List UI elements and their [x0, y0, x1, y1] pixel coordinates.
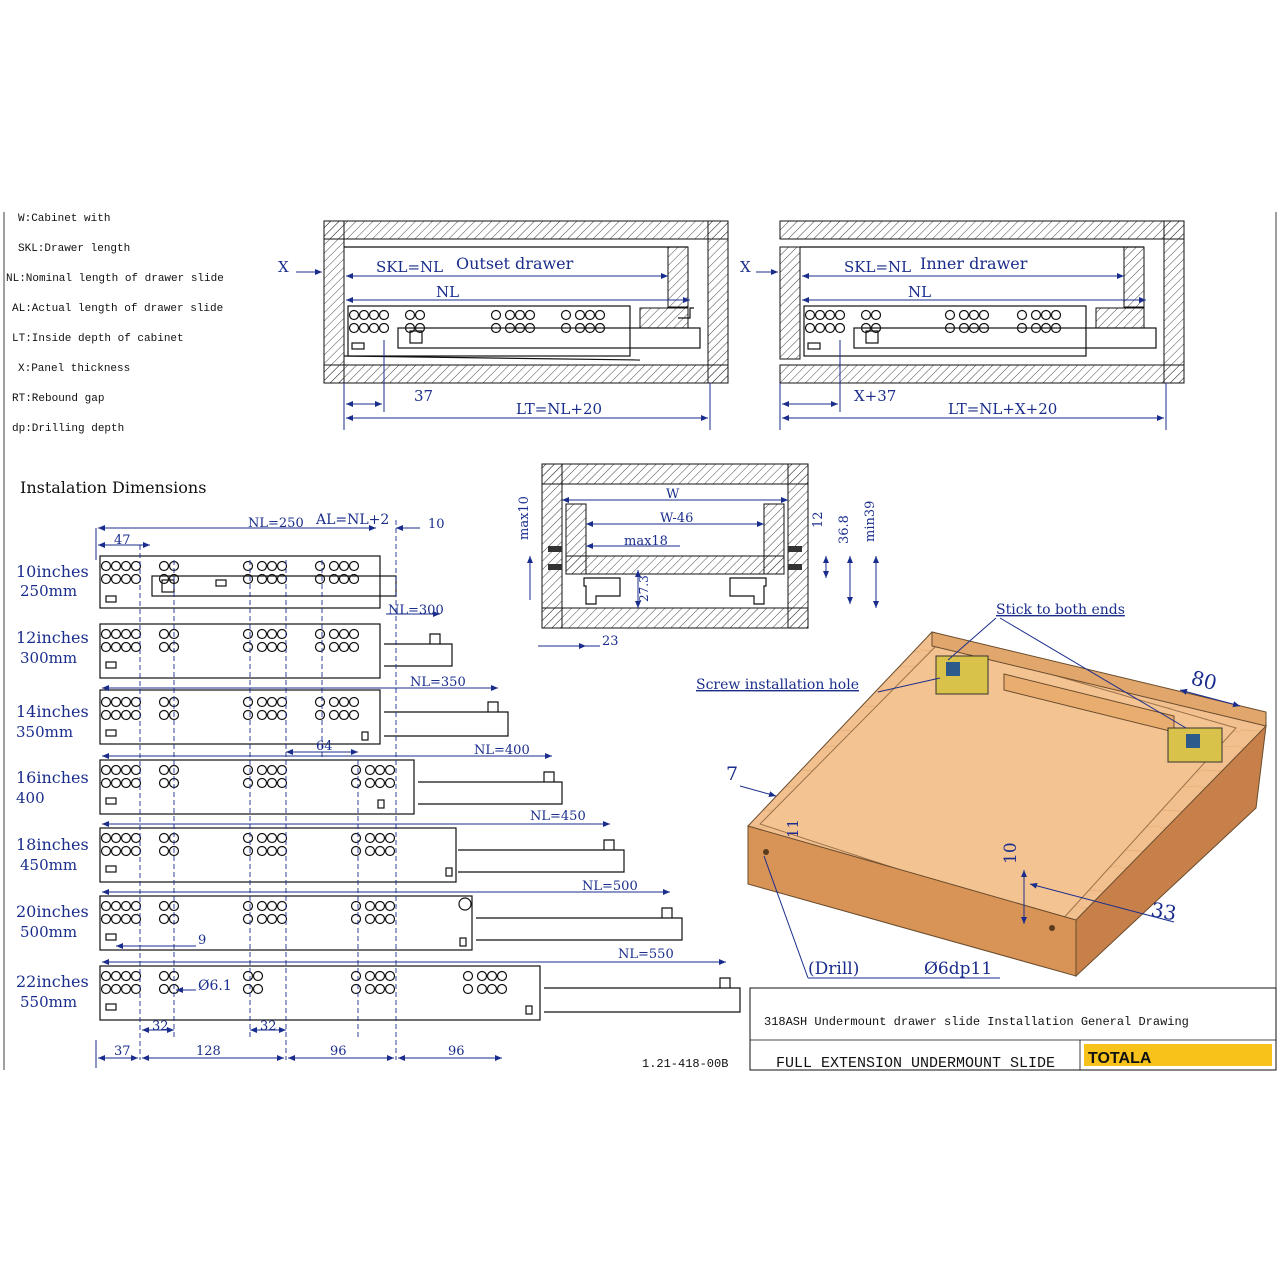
x-label: X: [740, 258, 751, 276]
dim-37: 37: [114, 1044, 131, 1059]
drawing-title: 318ASH Undermount drawer slide Installat…: [764, 1015, 1189, 1029]
legend-item: RT:Rebound gap: [12, 393, 104, 405]
size-inch: 14inches: [16, 702, 89, 721]
dim-36-8: 36.8: [837, 515, 852, 544]
nl-size: NL=550: [618, 947, 674, 962]
brand-logo: TOTALA: [1088, 1050, 1152, 1067]
stick-label: Stick to both ends: [996, 602, 1125, 618]
dim-nl250: NL=250: [248, 516, 304, 531]
dim-47: 47: [114, 533, 131, 548]
size-mm: 550mm: [20, 993, 77, 1011]
screw-hole-label: Screw installation hole: [696, 677, 859, 693]
dim-32: 32: [152, 1019, 169, 1034]
inner-drawer-title: Inner drawer: [920, 254, 1028, 273]
isometric-drawer: Stick to both ends Screw installation ho…: [696, 602, 1267, 979]
dim-max10: max10: [517, 496, 532, 540]
size-inch: 22inches: [16, 972, 89, 991]
dim-96: 96: [330, 1044, 347, 1059]
nl-label: NL: [908, 283, 931, 301]
size-inch: 18inches: [16, 835, 89, 854]
size-mm: 400: [16, 789, 45, 807]
legend-item: dp:Drilling depth: [12, 423, 124, 435]
slide-size-list: 47 NL=250 AL=NL+2 10 10inches 250mm 12in…: [16, 512, 741, 1071]
dim-w46: W-46: [660, 511, 693, 526]
dim-10: 10: [428, 517, 445, 532]
size-mm: 300mm: [20, 649, 77, 667]
dim-96: 96: [448, 1044, 465, 1059]
drill-label: (Drill): [808, 959, 859, 979]
skl-label: SKL=NL: [376, 258, 443, 276]
dim-32: 32: [260, 1019, 277, 1034]
dim-9: 9: [198, 933, 206, 948]
size-mm: 500mm: [20, 923, 77, 941]
dim-min39: min39: [863, 501, 878, 542]
nl-size: NL=300: [388, 603, 444, 618]
cross-section-diagram: W W-46 max18 max10 12 36.8 min39 27.3 23: [517, 463, 879, 649]
dim-w: W: [666, 487, 680, 502]
nl-label: NL: [436, 283, 459, 301]
legend-item: W:Cabinet with: [18, 213, 110, 225]
lt-label: LT=NL+X+20: [948, 400, 1057, 418]
inner-drawer-diagram: X SKL=NL Inner drawer NL X+37 LT=NL+X+20: [740, 220, 1185, 430]
nl-size: NL=400: [474, 743, 530, 758]
title-block: 318ASH Undermount drawer slide Installat…: [749, 987, 1277, 1072]
dim-12: 12: [811, 511, 826, 528]
legend-item: LT:Inside depth of cabinet: [12, 333, 184, 345]
lt-label: LT=NL+20: [516, 400, 602, 418]
nl-size: NL=450: [530, 809, 586, 824]
outset-drawer-title: Outset drawer: [456, 254, 574, 273]
dim-23: 23: [602, 634, 619, 649]
brand-box: [1084, 1044, 1272, 1066]
section-heading: Instalation Dimensions: [20, 478, 206, 497]
dim-11: 11: [784, 819, 802, 838]
drawing-code: 1.21-418-00B: [642, 1057, 728, 1071]
skl-label: SKL=NL: [844, 258, 911, 276]
legend: W:Cabinet with SKL:Drawer length NL:Nomi…: [6, 213, 224, 435]
dim-33: 33: [1149, 897, 1178, 925]
size-inch: 16inches: [16, 768, 89, 787]
legend-item: X:Panel thickness: [18, 363, 130, 375]
size-mm: 450mm: [20, 856, 77, 874]
legend-item: AL:Actual length of drawer slide: [12, 303, 223, 315]
dim-80: 80: [1189, 666, 1220, 695]
dim-x37: X+37: [854, 387, 896, 405]
size-inch: 10inches: [16, 562, 89, 581]
outset-drawer-diagram: X SKL=NL Outset drawer NL 37 LT=NL+20: [278, 220, 729, 430]
dim-128: 128: [196, 1044, 221, 1059]
product-name: FULL EXTENSION UNDERMOUNT SLIDE: [776, 1055, 1055, 1072]
size-inch: 12inches: [16, 628, 89, 647]
dim-al: AL=NL+2: [315, 512, 389, 528]
x-label: X: [278, 258, 289, 276]
dim-27-3: 27.3: [637, 575, 651, 602]
legend-item: NL:Nominal length of drawer slide: [6, 273, 224, 285]
drill-spec: Ø6dp11: [924, 959, 992, 979]
dim-64: 64: [316, 739, 333, 754]
dim-10: 10: [1001, 842, 1021, 864]
size-mm: 350mm: [16, 723, 73, 741]
dim-diameter: Ø6.1: [198, 978, 232, 994]
legend-item: SKL:Drawer length: [18, 243, 130, 255]
dim-max18: max18: [624, 534, 668, 549]
dim-7: 7: [726, 763, 738, 785]
nl-size: NL=350: [410, 675, 466, 690]
dim-37: 37: [414, 387, 433, 405]
size-mm: 250mm: [20, 582, 77, 600]
size-inch: 20inches: [16, 902, 89, 921]
nl-size: NL=500: [582, 879, 638, 894]
